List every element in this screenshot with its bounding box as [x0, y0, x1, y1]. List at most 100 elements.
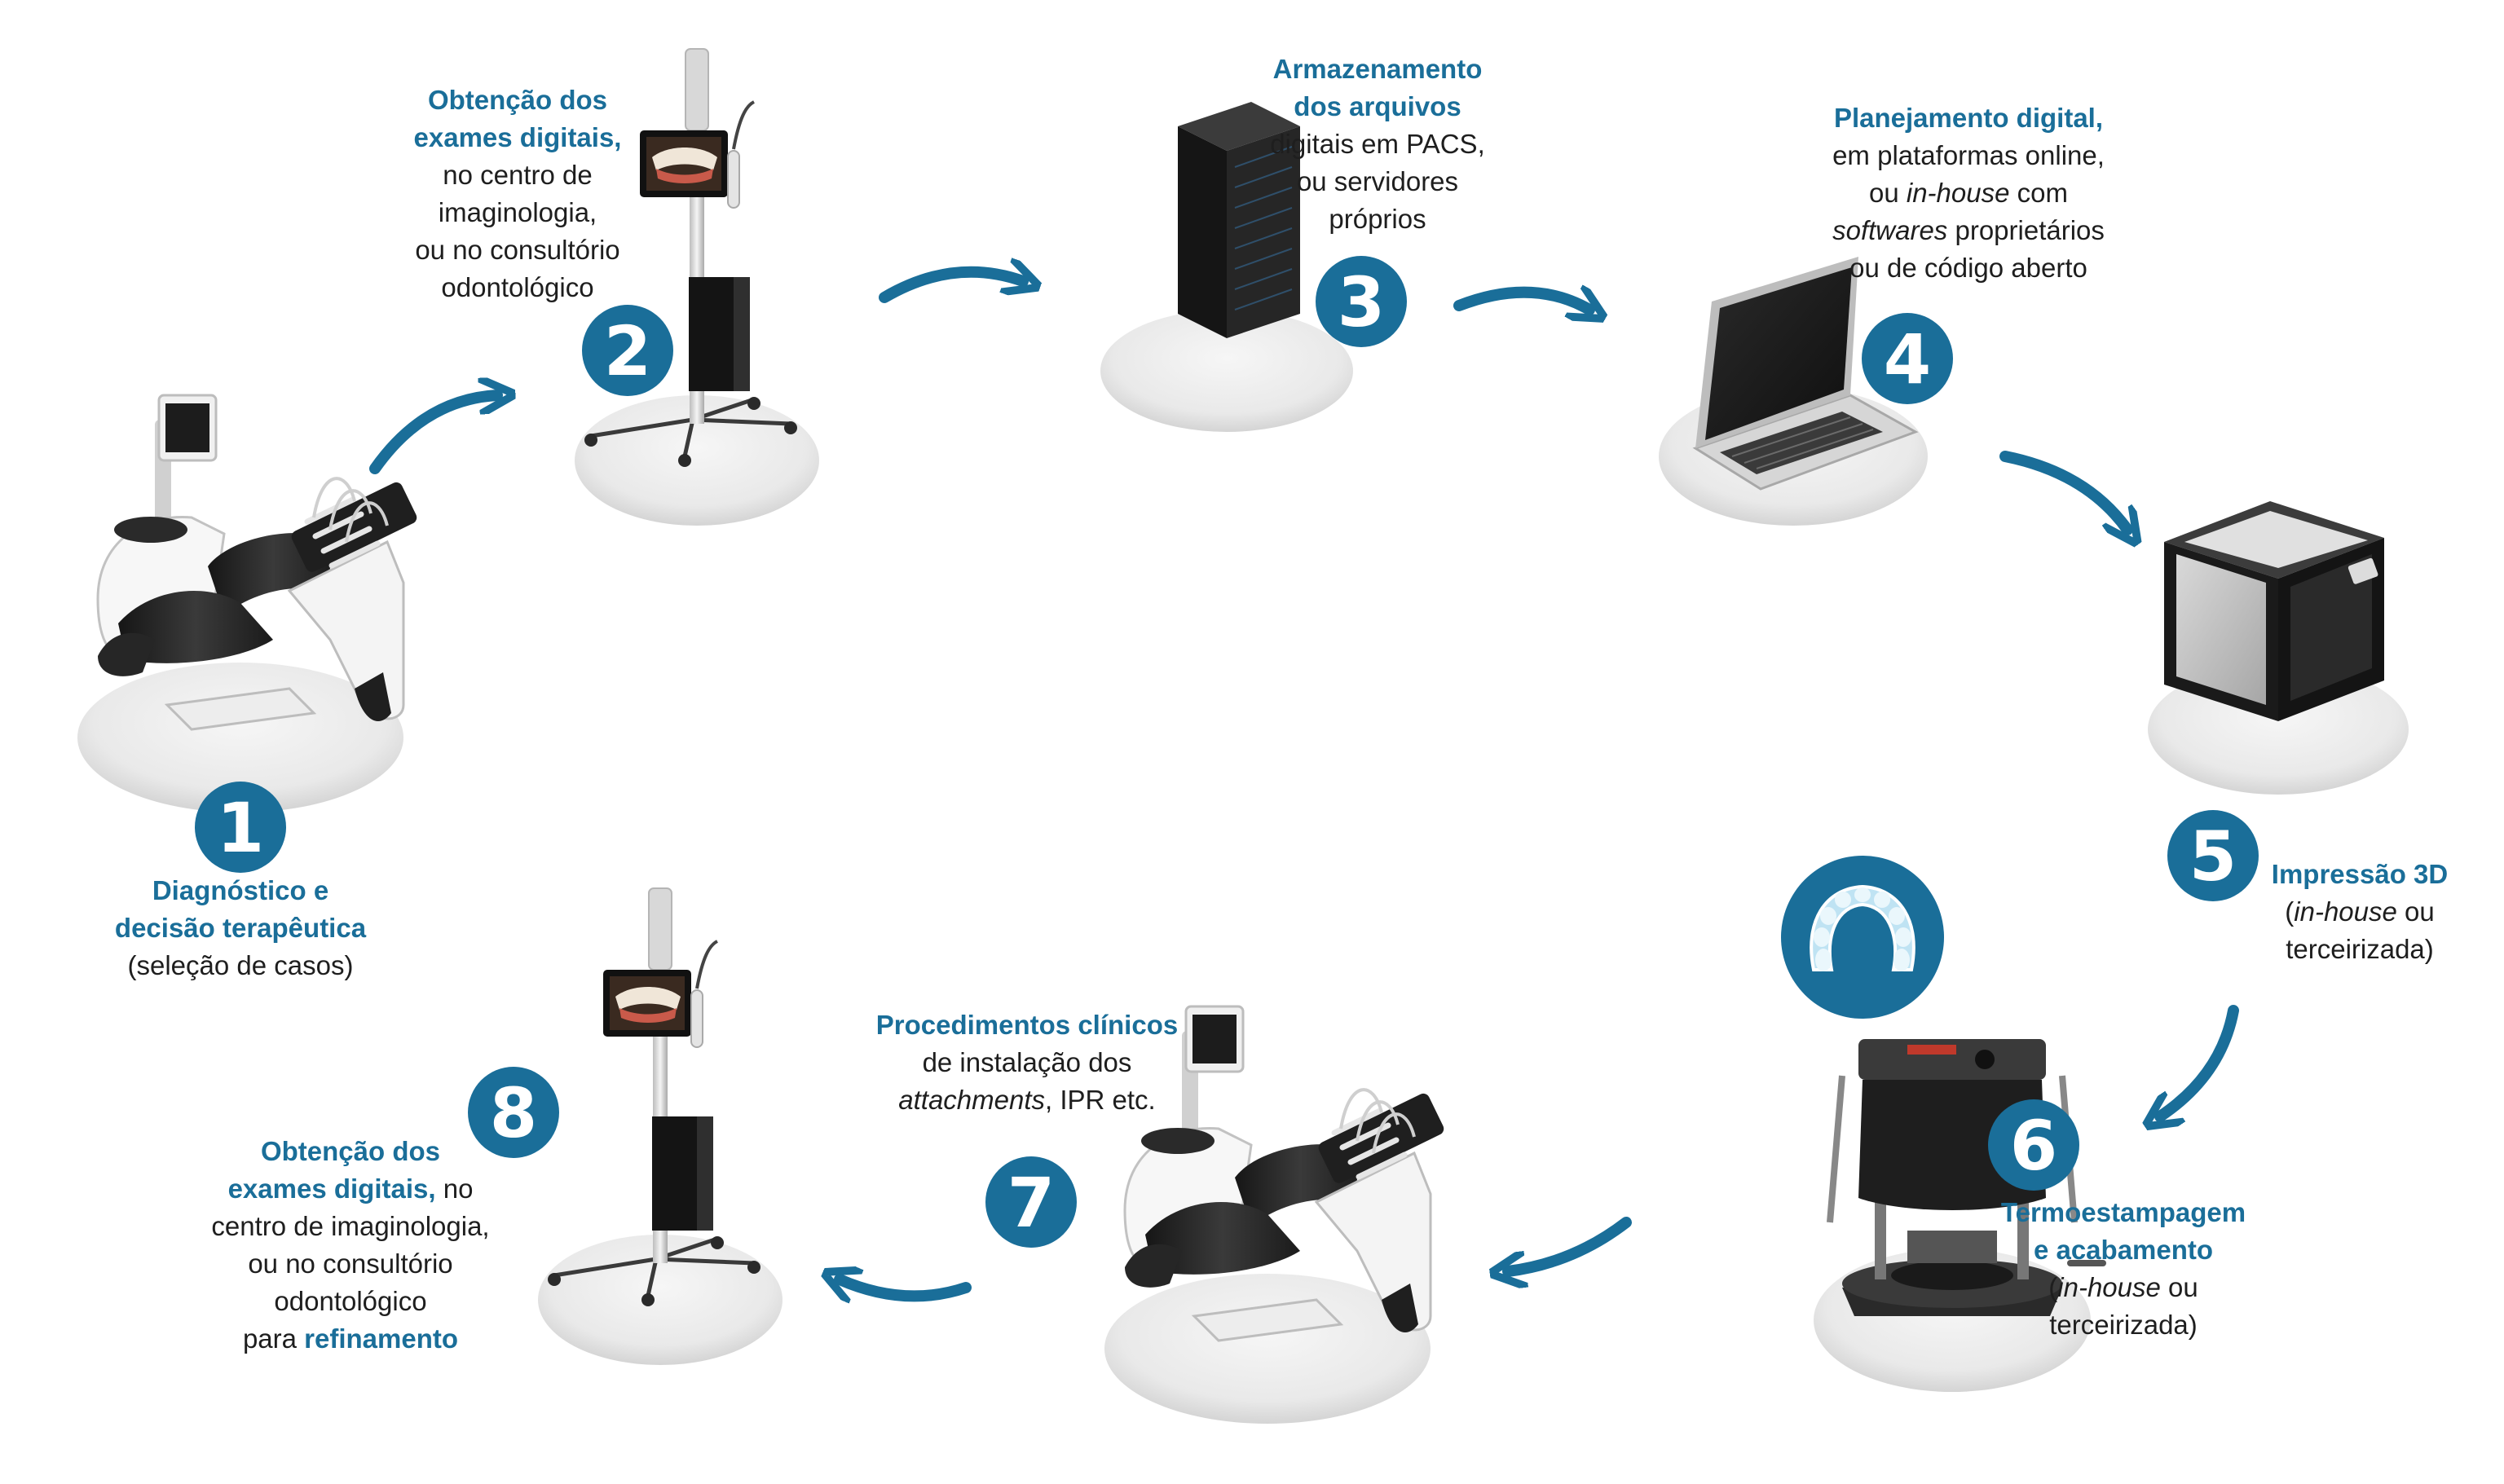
- caption-line: Obtenção dos: [155, 1133, 546, 1170]
- caption-text: (seleção de casos): [127, 950, 354, 980]
- caption-line: Planejamento digital,: [1752, 99, 2184, 137]
- caption-text: refinamento: [304, 1323, 459, 1354]
- caption-line: imaginologia,: [359, 194, 677, 231]
- curved-arrow-icon: [2160, 1005, 2239, 1116]
- caption-text: ou no consultório: [415, 235, 620, 265]
- svg-text:4: 4: [1884, 319, 1931, 399]
- caption-text: Termoestampagem: [2000, 1197, 2246, 1227]
- caption-text: (: [2048, 1272, 2058, 1302]
- caption-line: Obtenção dos: [359, 81, 677, 119]
- caption-text: próprios: [1329, 204, 1426, 234]
- caption-text: attachments: [898, 1085, 1046, 1115]
- caption-text: Armazenamento: [1272, 54, 1483, 84]
- step-caption-4: Planejamento digital, em plataformas onli…: [1752, 99, 2184, 287]
- caption-line: ou no consultório: [359, 231, 677, 269]
- caption-text: ou servidores: [1296, 166, 1459, 196]
- caption-line: attachments, IPR etc.: [831, 1081, 1223, 1119]
- step-badge-2: 2: [582, 305, 673, 396]
- caption-text: Diagnóstico e: [152, 875, 329, 905]
- caption-line: (in-house ou: [1973, 1269, 2274, 1306]
- caption-line: softwares proprietários: [1752, 212, 2184, 249]
- svg-text:2: 2: [604, 311, 651, 391]
- caption-text: de instalação dos: [922, 1047, 1132, 1077]
- caption-text: ou no consultório: [248, 1248, 453, 1279]
- svg-text:5: 5: [2189, 817, 2237, 896]
- caption-line: de instalação dos: [831, 1044, 1223, 1081]
- step-badge-3: 3: [1316, 256, 1407, 347]
- caption-text: ou: [2160, 1272, 2198, 1302]
- intraoral-scanner-cart-icon: [538, 888, 782, 1365]
- caption-text: para: [242, 1323, 305, 1354]
- curved-arrow-icon: [369, 395, 497, 474]
- caption-text: digitais em PACS,: [1270, 129, 1485, 159]
- caption-line: para refinamento: [155, 1320, 546, 1358]
- curved-arrow-icon: [840, 1279, 972, 1296]
- caption-text: in-house: [2294, 896, 2397, 927]
- caption-line: exames digitais,: [359, 119, 677, 156]
- curved-arrow-icon: [1508, 1217, 1632, 1271]
- 3d-printer-icon: [2148, 501, 2409, 795]
- caption-line: ou de código aberto: [1752, 249, 2184, 287]
- caption-text: exames digitais,: [413, 122, 622, 152]
- caption-text: no: [435, 1174, 474, 1204]
- step-caption-1: Diagnóstico e decisão terapêutica(seleção…: [73, 872, 408, 984]
- caption-text: centro de imaginologia,: [211, 1211, 490, 1241]
- caption-text: ou: [2396, 896, 2435, 927]
- step-badge-6: 6: [1988, 1099, 2079, 1191]
- caption-text: Procedimentos clínicos: [875, 1010, 1179, 1040]
- caption-text: , IPR etc.: [1045, 1085, 1156, 1115]
- caption-line: Procedimentos clínicos: [831, 1006, 1223, 1044]
- caption-line: em plataformas online,: [1752, 137, 2184, 174]
- caption-line: terceirizada): [2229, 931, 2490, 968]
- step-badge-5: 5: [2167, 810, 2259, 901]
- caption-line: Armazenamento: [1223, 51, 1532, 88]
- caption-line: (seleção de casos): [73, 947, 408, 984]
- caption-line: Impressão 3D: [2229, 856, 2490, 893]
- curved-arrow-icon: [1999, 451, 2127, 530]
- caption-line: exames digitais, no: [155, 1170, 546, 1208]
- caption-line: odontológico: [359, 269, 677, 306]
- curved-arrow-icon: [1453, 293, 1589, 310]
- curved-arrow-icon: [879, 272, 1023, 303]
- caption-text: com: [2009, 178, 2068, 208]
- svg-text:6: 6: [2010, 1106, 2057, 1186]
- step-badge-7: 7: [985, 1156, 1077, 1248]
- caption-line: (in-house ou: [2229, 893, 2490, 931]
- caption-line: centro de imaginologia,: [155, 1208, 546, 1245]
- step-badge-1: 1: [195, 782, 286, 873]
- caption-text: imaginologia,: [438, 197, 597, 227]
- caption-line: digitais em PACS,: [1223, 126, 1532, 163]
- caption-text: dos arquivos: [1294, 91, 1461, 121]
- caption-line: ou no consultório: [155, 1245, 546, 1283]
- caption-line: ou servidores: [1223, 163, 1532, 200]
- caption-text: e acabamento: [2033, 1235, 2214, 1265]
- caption-text: odontológico: [274, 1286, 427, 1316]
- step-caption-7: Procedimentos clínicos de instalação dos a…: [831, 1006, 1223, 1119]
- caption-line: e acabamento: [1973, 1231, 2274, 1269]
- caption-line: no centro de: [359, 156, 677, 194]
- caption-text: no centro de: [443, 160, 593, 190]
- caption-text: ou de código aberto: [1849, 253, 2087, 283]
- dental-chair-icon: [77, 395, 419, 812]
- step-caption-3: Armazenamento dos arquivos digitais em PAC…: [1223, 51, 1532, 238]
- caption-line: Termoestampagem: [1973, 1194, 2274, 1231]
- caption-text: in-house: [1906, 178, 2010, 208]
- step-badge-4: 4: [1862, 313, 1953, 404]
- caption-text: em plataformas online,: [1832, 140, 2105, 170]
- caption-text: softwares: [1832, 215, 1948, 245]
- caption-text: Planejamento digital,: [1833, 103, 2104, 133]
- caption-text: Impressão 3D: [2271, 859, 2449, 889]
- caption-line: ou in-house com: [1752, 174, 2184, 212]
- caption-line: decisão terapêutica: [73, 909, 408, 947]
- caption-text: (: [2285, 896, 2295, 927]
- caption-line: próprios: [1223, 200, 1532, 238]
- step-badge-8: 8: [468, 1067, 559, 1158]
- caption-text: in-house: [2057, 1272, 2161, 1302]
- caption-text: Obtenção dos: [260, 1136, 441, 1166]
- caption-line: Diagnóstico e: [73, 872, 408, 909]
